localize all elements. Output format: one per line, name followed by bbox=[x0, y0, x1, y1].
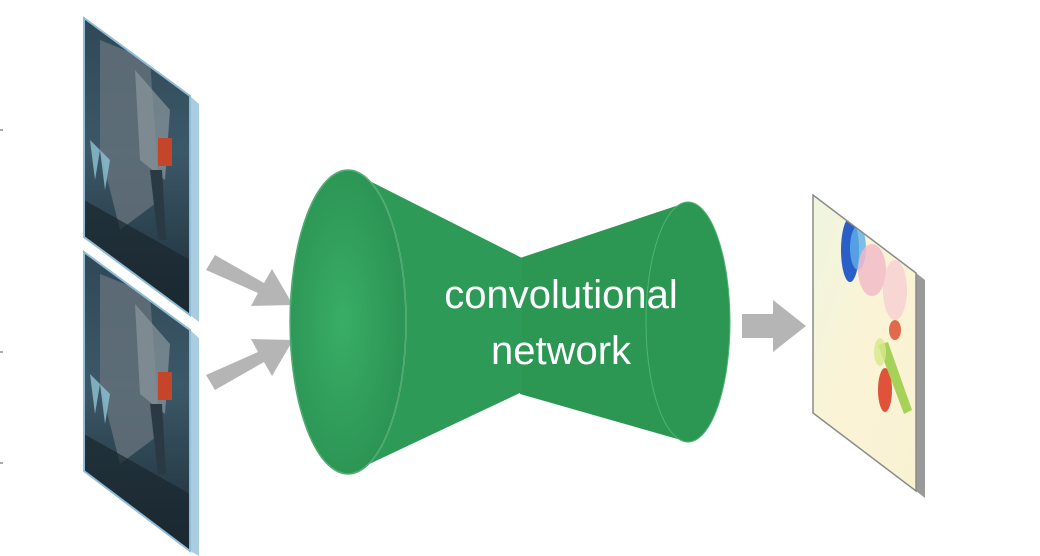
input-arrow-top bbox=[206, 255, 293, 306]
video-frame-image-icon bbox=[84, 40, 190, 315]
output-flow-map bbox=[812, 193, 925, 498]
input-arrow-bottom bbox=[206, 339, 293, 390]
convolutional-network-shape bbox=[289, 169, 731, 475]
optical-flow-map-icon bbox=[841, 218, 912, 414]
video-frame-image-icon bbox=[84, 274, 190, 551]
network-label-line1: convolutional bbox=[444, 273, 678, 317]
edge-tick-marks bbox=[0, 129, 3, 464]
output-arrow bbox=[742, 300, 806, 352]
network-label-line2: network bbox=[491, 329, 632, 373]
input-frame-bottom bbox=[83, 250, 199, 556]
input-frame-top bbox=[83, 16, 199, 322]
